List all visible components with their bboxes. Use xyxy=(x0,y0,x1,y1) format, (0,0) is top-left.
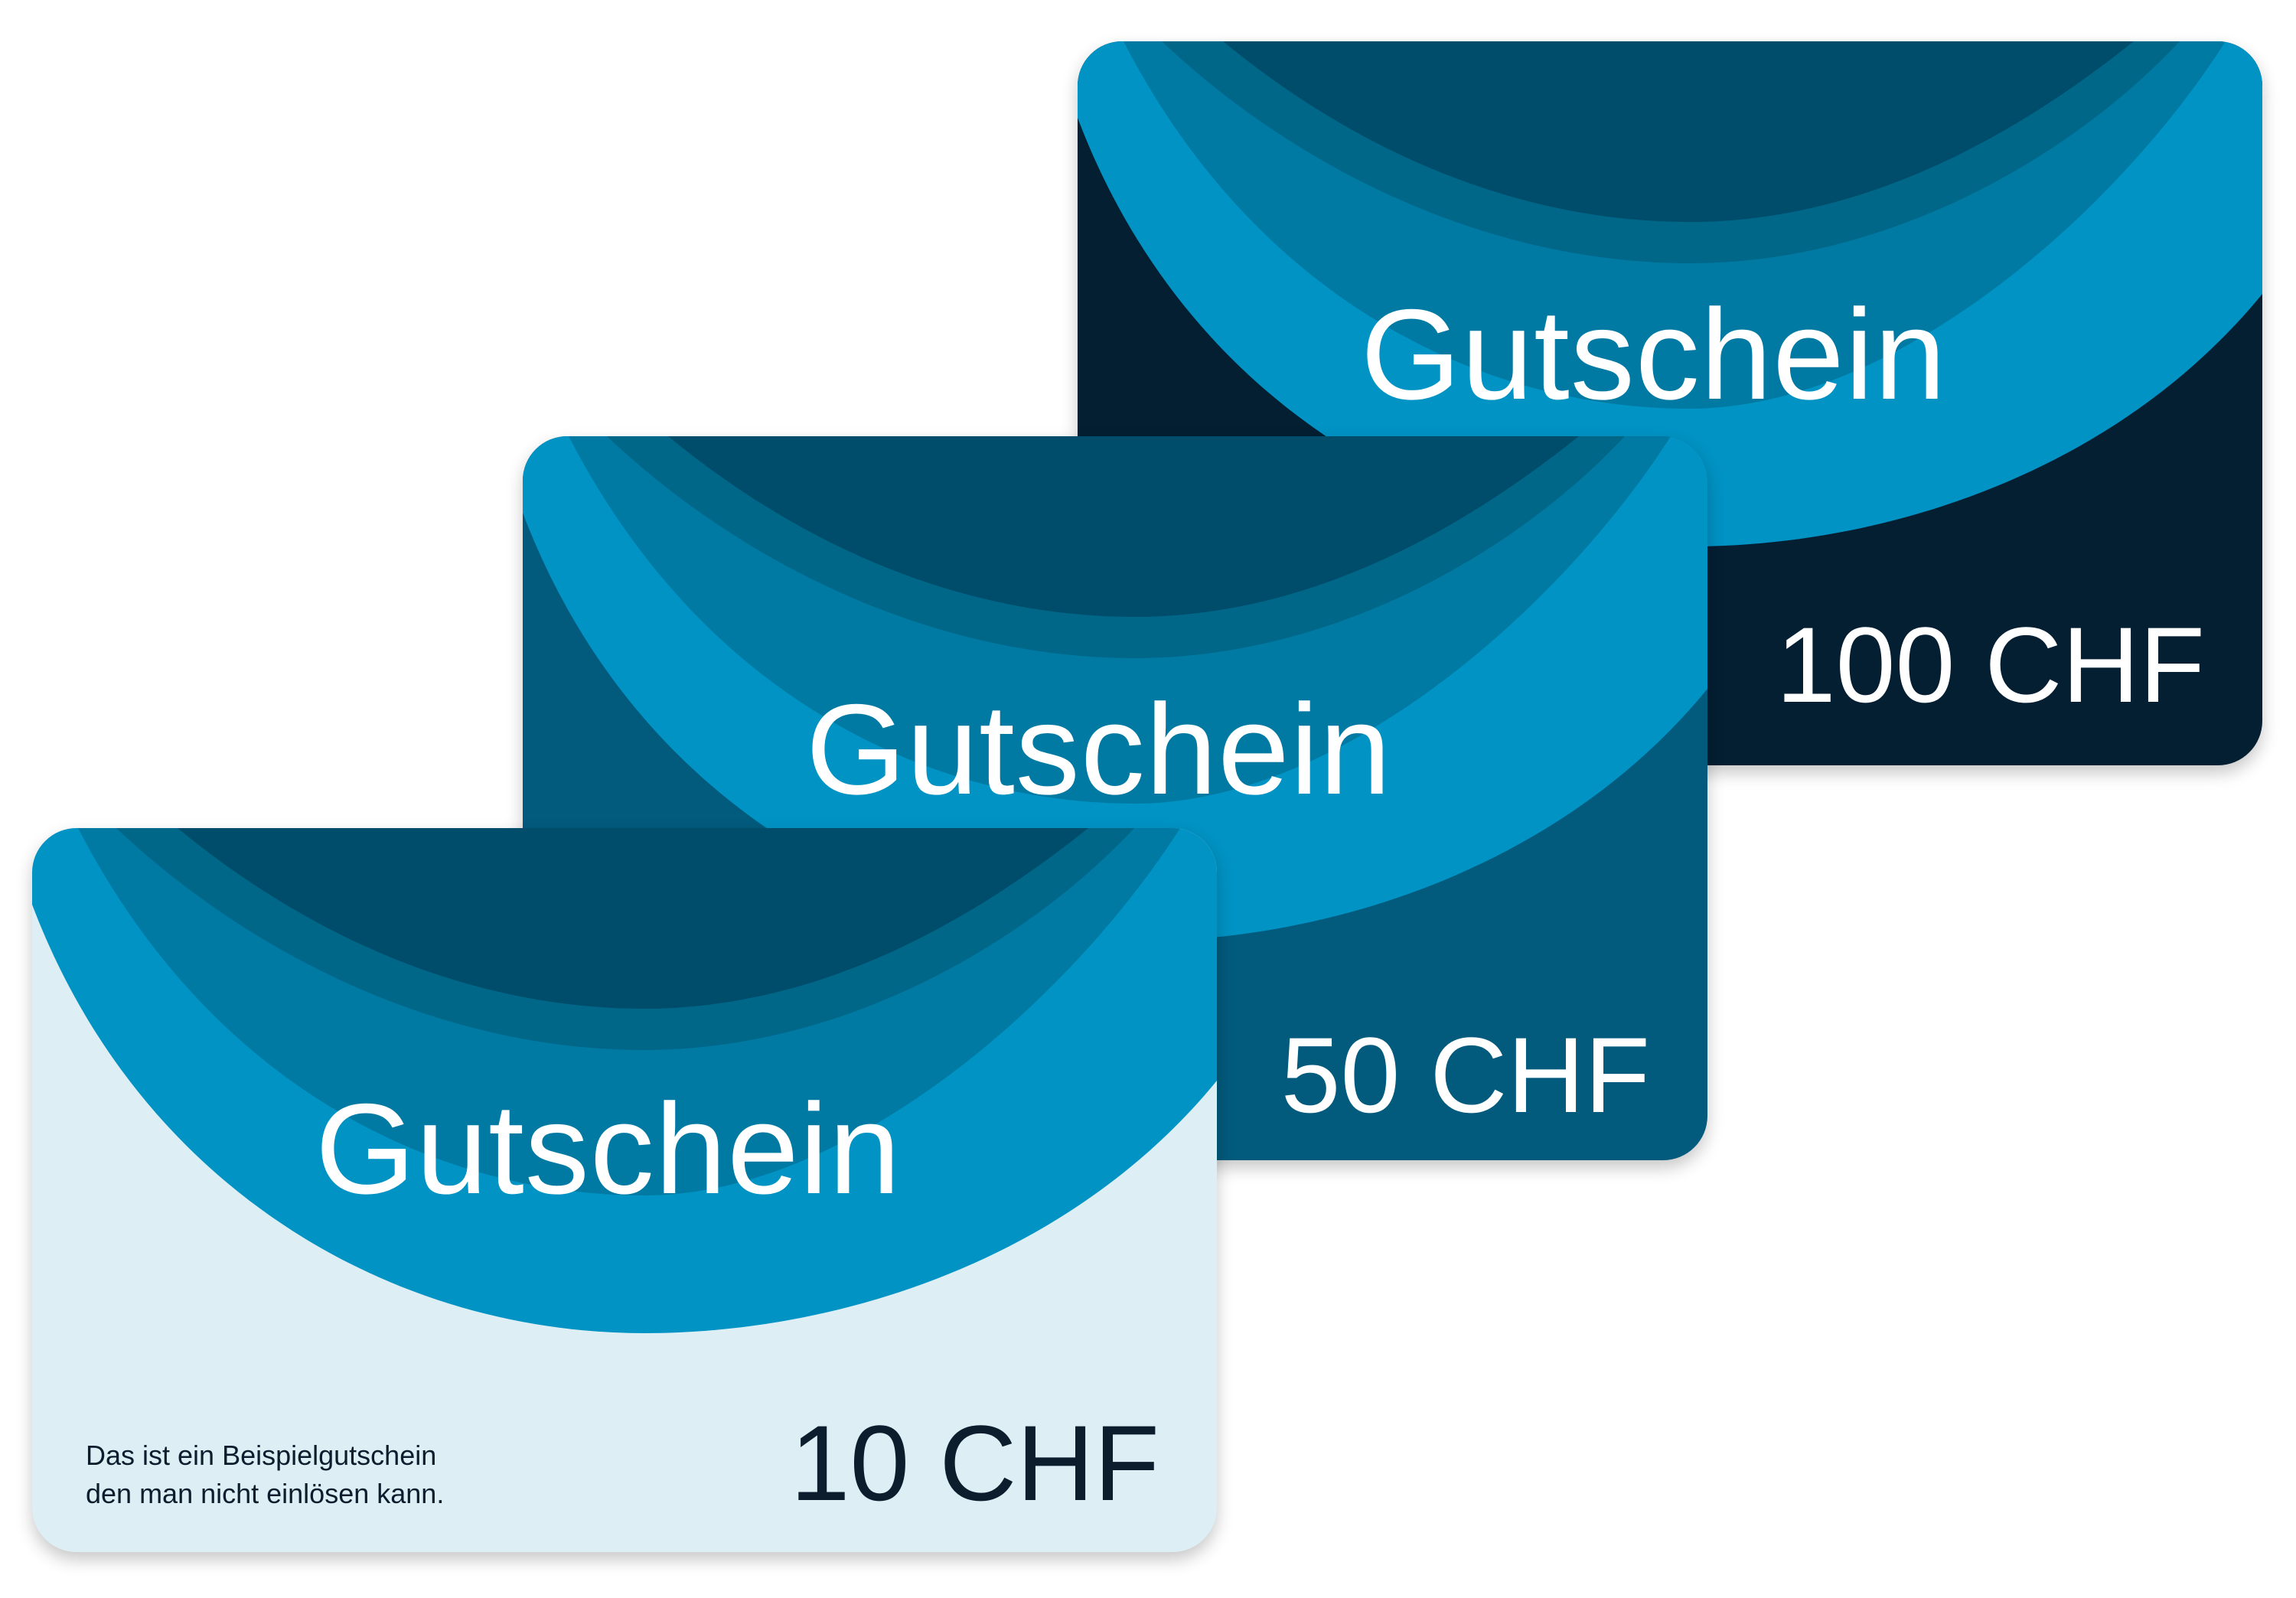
voucher-amount: 50 CHF xyxy=(1280,1015,1650,1135)
voucher-card-50: Gutschein 50 CHF xyxy=(523,436,1707,1160)
voucher-title: Gutschein xyxy=(806,677,1392,821)
wave-graphic xyxy=(32,828,1217,1333)
voucher-title: Gutschein xyxy=(1361,282,1947,426)
wave-graphic xyxy=(523,436,1707,941)
voucher-disclaimer: Das ist ein Beispielgutschein den man ni… xyxy=(86,1437,444,1513)
disclaimer-line-1: Das ist ein Beispielgutschein xyxy=(86,1440,437,1471)
voucher-amount: 100 CHF xyxy=(1776,605,2205,725)
wave-graphic xyxy=(1078,41,2262,546)
voucher-title: Gutschein xyxy=(315,1077,902,1221)
disclaimer-line-2: den man nicht einlösen kann. xyxy=(86,1478,445,1509)
voucher-card-10: Gutschein 10 CHF Das ist ein Beispielgut… xyxy=(32,828,1217,1552)
voucher-amount: 10 CHF xyxy=(790,1403,1159,1523)
voucher-card-100: Gutschein 100 CHF xyxy=(1078,41,2262,765)
